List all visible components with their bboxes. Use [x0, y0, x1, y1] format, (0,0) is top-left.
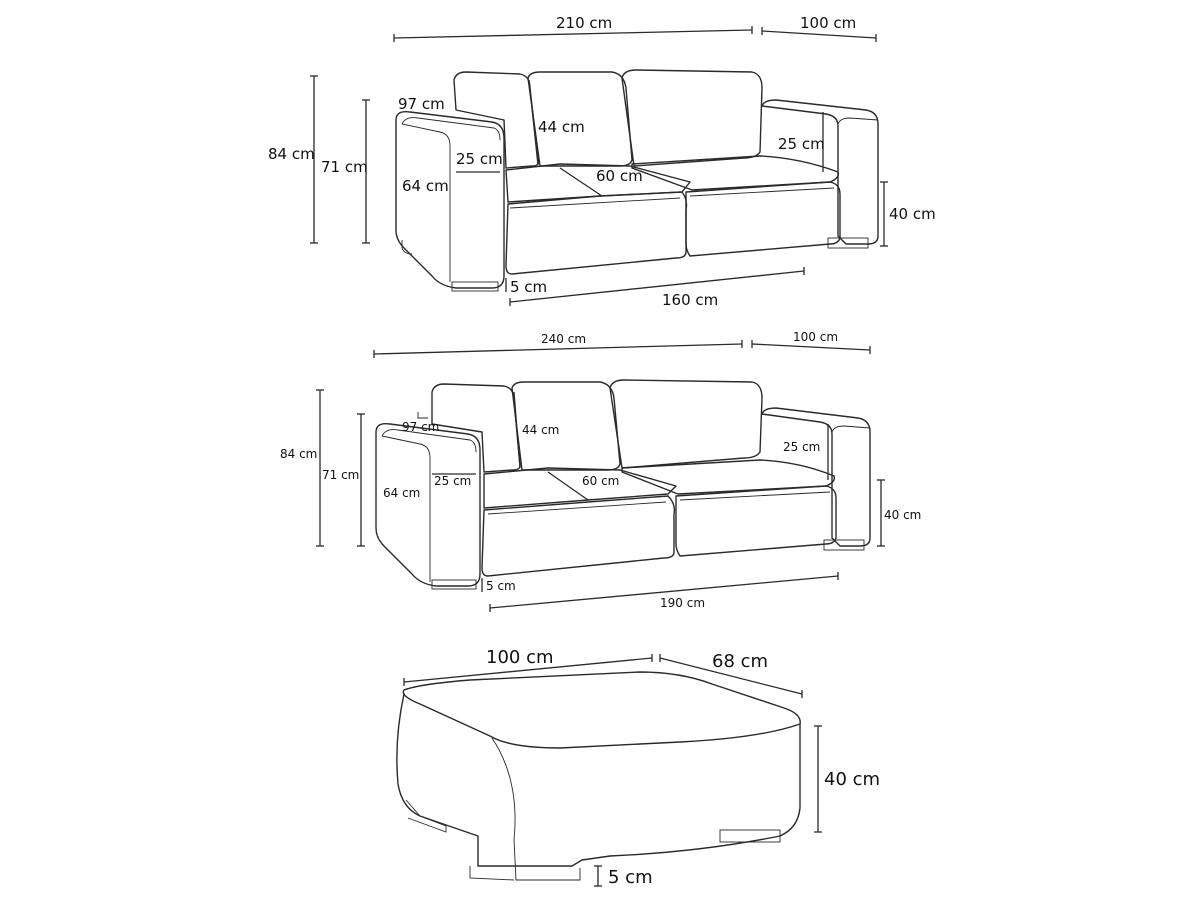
sofa-middle-feet-height-label: 5 cm	[486, 579, 516, 593]
sofa-middle-armrest-height-label: 64 cm	[383, 486, 420, 500]
ottoman-height-label: 40 cm	[824, 769, 880, 790]
sofa-middle-depth-label: 100 cm	[793, 330, 838, 344]
sofa-middle-seat-height-label: 40 cm	[884, 508, 921, 522]
ottoman-feet-height-label: 5 cm	[608, 867, 653, 888]
ottoman-width-label: 100 cm	[486, 647, 554, 668]
sofa-middle-total-height-label: 84 cm	[280, 447, 317, 461]
sofa-top-seat-height-label: 40 cm	[889, 205, 936, 223]
sofa-top-armrest-height-label: 64 cm	[402, 177, 449, 195]
sofa-top-feet-height-label: 5 cm	[510, 278, 547, 296]
sofa-top-cushion-height-label: 44 cm	[538, 118, 585, 136]
sofa-top-width-label: 210 cm	[556, 14, 612, 32]
ottoman-drawing	[396, 654, 822, 887]
sofa-middle-armrest-width-label: 25 cm	[434, 474, 471, 488]
sofa-top-armrest-depth-label: 97 cm	[398, 95, 445, 113]
sofa-top-seat-depth-label: 60 cm	[596, 167, 643, 185]
sofa-top-total-height-label: 84 cm	[268, 145, 315, 163]
sofa-top-armrest-width-label: 25 cm	[456, 150, 503, 168]
sofa-top-cushion-thickness-label: 25 cm	[778, 135, 825, 153]
ottoman-depth-label: 68 cm	[712, 651, 768, 672]
sofa-middle-width-label: 240 cm	[541, 332, 586, 346]
sofa-middle-armrest-depth-label: 97 cm	[402, 420, 439, 434]
sofa-middle-seat-width-label: 190 cm	[660, 596, 705, 610]
sofa-middle-drawing	[316, 340, 885, 612]
sofa-top-back-height-label: 71 cm	[321, 158, 368, 176]
sofa-middle-cushion-height-label: 44 cm	[522, 423, 559, 437]
sofa-middle-cushion-thickness-label: 25 cm	[783, 440, 820, 454]
sofa-middle-seat-depth-label: 60 cm	[582, 474, 619, 488]
sofa-top-drawing	[310, 26, 888, 306]
sofa-middle-back-height-label: 71 cm	[322, 468, 359, 482]
sofa-top-depth-label: 100 cm	[800, 14, 856, 32]
sofa-top-seat-width-label: 160 cm	[662, 291, 718, 309]
